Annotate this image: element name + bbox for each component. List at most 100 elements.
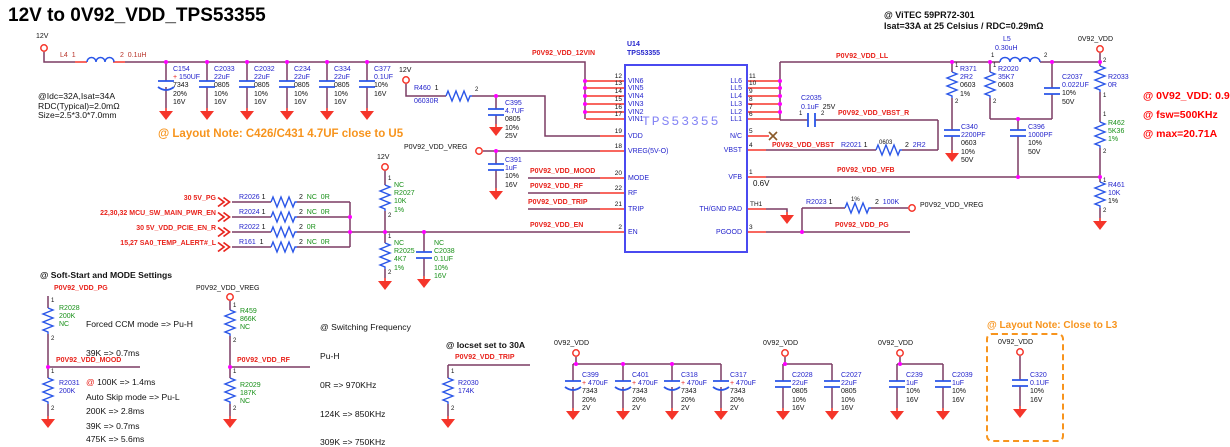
- capacitor-symbols: [157, 80, 1060, 391]
- l4-label: L4 1: [60, 52, 76, 59]
- r2033-symbol: [1094, 65, 1106, 93]
- net-label-rf: P0V92_VDD_RF: [530, 183, 583, 190]
- r371-pin2: 2: [955, 99, 959, 105]
- pin-num-11: 11: [749, 73, 756, 80]
- pin-num-2: 2: [618, 224, 622, 231]
- port-0v92-c320: 0V92_VDD: [998, 339, 1034, 346]
- net-label-vfb: P0V92_VDD_VFB: [837, 167, 895, 174]
- pin-vin6: VIN6: [628, 78, 644, 85]
- c401-symbol: [614, 380, 632, 391]
- r2030-pin1: 1: [451, 369, 455, 375]
- pin-num-1: 1: [749, 169, 753, 176]
- port-0v92-bank2: 0V92_VDD: [763, 340, 799, 347]
- signal-5v-pg: 30 5V_PG: [183, 195, 216, 202]
- r2023-symbol: [844, 202, 872, 214]
- net-label-mood-2: P0V92_VDD_MOOD: [56, 357, 122, 364]
- c2032-symbol: [239, 80, 255, 88]
- pin-vin4: VIN4: [628, 93, 644, 100]
- pin-num-15: 15: [614, 96, 622, 103]
- c2035-ref: C2035: [801, 95, 822, 102]
- r2023-mid: 1%: [851, 197, 860, 203]
- r161-value: 2 NC 0R: [299, 239, 330, 246]
- r161-label: R161 1: [239, 239, 264, 246]
- r2022-symbol: [270, 226, 298, 238]
- r461-symbol: [1094, 181, 1106, 209]
- pin-thgnd: TH/GND PAD: [699, 206, 742, 213]
- pin-num-5: 5: [749, 128, 753, 135]
- c2038-symbol: [416, 251, 432, 259]
- skip-note: Auto Skip mode => Pu-L 39K => 0.7ms 100K…: [86, 392, 180, 431]
- c154-symbol: [157, 80, 175, 91]
- wires: [43, 52, 1101, 416]
- pin-vin5: VIN5: [628, 85, 644, 92]
- net-label-ll: P0V92_VDD_LL: [836, 53, 889, 60]
- r459-pin1: 1: [233, 303, 237, 309]
- pin-vbst: VBST: [723, 147, 742, 154]
- net-label-mood: P0V92_VDD_MOOD: [530, 168, 596, 175]
- c396-symbol: [1010, 129, 1026, 137]
- r2026-value: 2 NC 0R: [299, 194, 330, 201]
- pin-num-10: 10: [749, 80, 757, 87]
- l5-symbol: [999, 56, 1041, 63]
- r460-label: R460 1: [414, 85, 439, 92]
- layout-box-l3: [986, 333, 1064, 442]
- l5-value: 0.30uH: [995, 45, 1018, 52]
- port-vreg-col2: P0V92_VDD_VREG: [196, 285, 260, 292]
- pin-num-21: 21: [614, 201, 622, 208]
- r2029-pin2: 2: [233, 406, 237, 412]
- r462-pin2: 2: [1103, 149, 1107, 155]
- r2020-pin1: 1: [993, 63, 997, 69]
- pin-num-9: 9: [749, 88, 753, 95]
- r2021-mid: 0603: [879, 140, 893, 146]
- r2029-symbol: [224, 377, 236, 405]
- pin-num-19: 19: [614, 128, 622, 135]
- c2033-symbol: [199, 80, 215, 88]
- pin-pgood: PGOOD: [715, 229, 742, 236]
- pin-trip: TRIP: [628, 206, 644, 213]
- r371-pin1: 1: [955, 63, 959, 69]
- net-label-vbst-r: P0V92_VDD_VBST_R: [838, 110, 910, 117]
- r461-pin2: 2: [1103, 208, 1107, 214]
- pin-num-12: 12: [614, 73, 622, 80]
- r2025-pin2: 2: [388, 270, 392, 276]
- port-vreg-c391: P0V92_VDD_VREG: [404, 144, 468, 151]
- ic-partnum: TPS53355: [627, 50, 661, 57]
- pin-num-14: 14: [614, 88, 622, 95]
- c2035-symbol: [807, 113, 816, 127]
- pin-vin2: VIN2: [628, 109, 644, 116]
- pin-ll5: LL5: [730, 85, 742, 92]
- r2031-symbol: [42, 377, 54, 405]
- pin-ll3: LL3: [730, 101, 742, 108]
- r460-value: 06030R: [414, 98, 439, 105]
- r161-symbol: [270, 241, 298, 253]
- r462-symbol: [1094, 121, 1106, 149]
- vitec-note-2: Isat=33A at 25 Celsius / RDC=0.29mΩ: [884, 21, 1044, 31]
- signal-5v-vdd-pcie-en-r: 30 5V_VDD_PCIE_EN_R: [136, 225, 216, 232]
- pin-num-th1: TH1: [750, 201, 763, 208]
- r2024-value: 2 NC 0R: [299, 209, 330, 216]
- c340-symbol: [944, 129, 960, 137]
- r2027-pin2: 2: [388, 213, 392, 219]
- ccm-note: Forced CCM mode => Pu-H 39K => 0.7ms @ 1…: [86, 319, 193, 445]
- net-label-en: P0V92_VDD_EN: [530, 222, 584, 229]
- net-label-trip-2: P0V92_VDD_TRIP: [455, 354, 515, 361]
- r2021-symbol: [875, 144, 903, 156]
